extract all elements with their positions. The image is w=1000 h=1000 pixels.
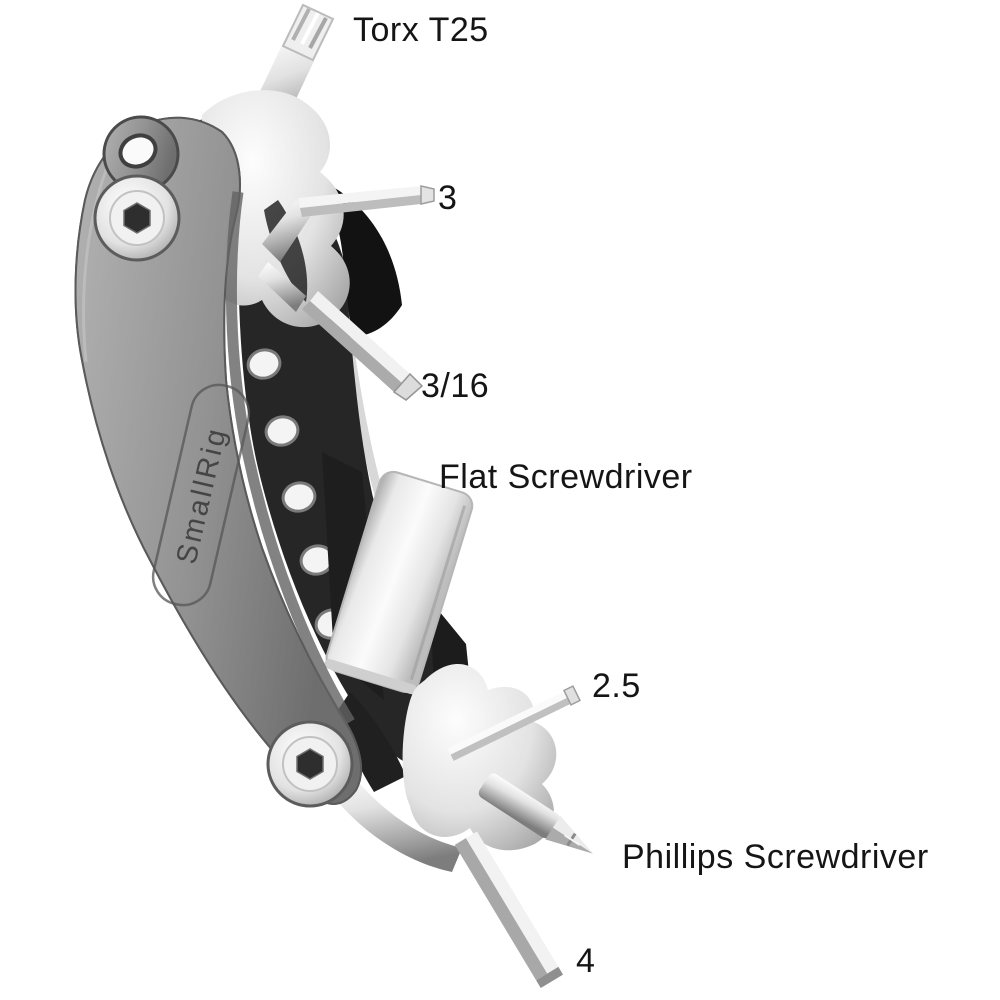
hex-key-3-16 — [258, 262, 424, 401]
plate-holes — [246, 348, 350, 640]
handle: SmallRig — [74, 115, 363, 808]
bottom-frame-edge — [332, 772, 462, 872]
label-phillips-screwdriver: Phillips Screwdriver — [622, 838, 929, 876]
shadow-lower-gap — [338, 692, 406, 792]
hex-key-3 — [262, 185, 435, 262]
hex-key-2-5 — [447, 685, 581, 761]
phillips-screwdriver-bit — [478, 773, 594, 854]
label-flat-screwdriver: Flat Screwdriver — [439, 458, 693, 496]
lanyard-lug — [102, 115, 180, 193]
hex-key-4 — [454, 831, 564, 988]
label-hex-4: 4 — [576, 942, 596, 980]
flat-screwdriver-blade — [324, 470, 474, 695]
label-hex-3-16: 3/16 — [421, 367, 490, 405]
label-torx-t25: Torx T25 — [353, 11, 489, 49]
label-hex-3: 3 — [438, 179, 458, 217]
pivot-screw-bottom — [266, 720, 354, 808]
pivot-screw-top — [93, 174, 181, 262]
label-hex-2-5: 2.5 — [592, 667, 641, 705]
handle-right-chamfer — [225, 191, 355, 725]
